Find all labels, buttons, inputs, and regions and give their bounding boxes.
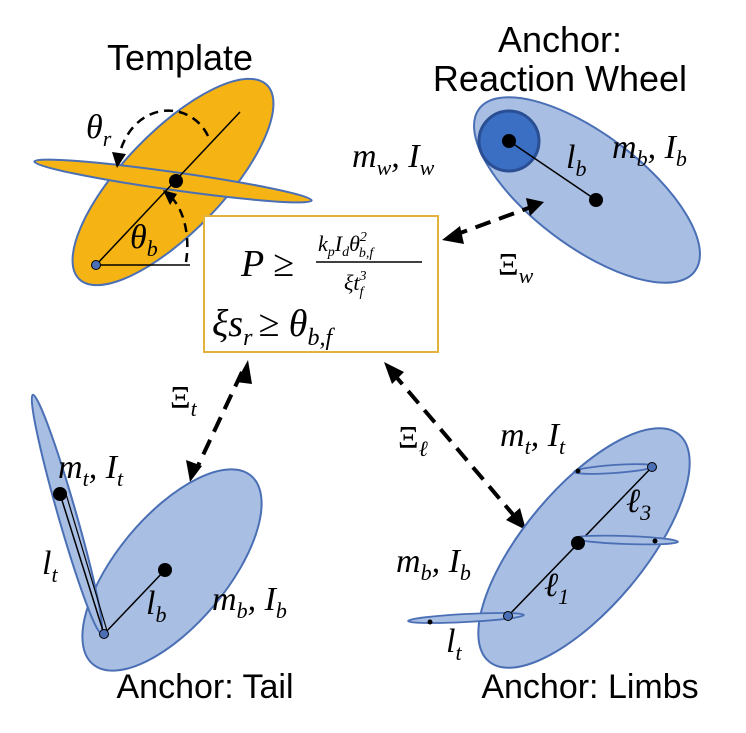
limbs-mb-Ib-label: mb, Ib <box>396 543 471 585</box>
arrow-xi-l-head-bottom <box>506 508 526 530</box>
arrow-xi-w-head-left <box>442 226 464 244</box>
rw-mb-Ib-label: mb, Ib <box>612 129 687 171</box>
reaction-wheel-title-line2: Reaction Wheel <box>433 58 687 99</box>
limbs-top-joint <box>647 462 657 472</box>
limb-lower-tip-dot <box>427 619 433 625</box>
limb-lower <box>407 612 525 624</box>
limb-upper-tip-dot <box>575 468 581 474</box>
arrow-xi-l: Ξℓ <box>384 362 526 530</box>
rw-wheel-center-dot <box>502 134 516 148</box>
theta-b-arc <box>169 195 189 263</box>
tail-lb-link <box>103 569 166 635</box>
tail-mb-Ib-label: mb, Ib <box>212 581 287 623</box>
arrow-xi-w-head-right <box>526 198 544 216</box>
limbs-l1-label: ℓ1 <box>544 567 569 609</box>
template-title: Template <box>107 37 253 78</box>
rw-lb-label: lb <box>566 139 586 181</box>
rw-lb-link <box>508 140 597 201</box>
theta-r-arrowhead <box>112 152 126 168</box>
limbs-bottom-joint <box>503 611 513 621</box>
eq-line2: ξsr≥ θb,f <box>212 303 335 351</box>
theta-b-label: θb <box>130 219 158 261</box>
limbs-l3-label: ℓ3 <box>626 483 651 525</box>
equation-box-frame <box>203 215 439 353</box>
template-com-dot <box>169 174 183 188</box>
arrow-xi-t-head-bottom <box>186 460 202 482</box>
limbs-title: Anchor: Limbs <box>481 668 698 706</box>
limb-middle-tip-dot <box>652 538 658 544</box>
rw-body-ellipse <box>473 96 701 284</box>
tail-lt-link-b <box>65 493 109 635</box>
theta-b-arrowhead <box>163 190 177 205</box>
arrow-xi-l-line <box>390 370 518 520</box>
xi-t-label: Ξt <box>170 379 198 421</box>
tail-group: mt, It lt lb mb, Ib Anchor: Tail <box>30 393 294 706</box>
limbs-group: mt, It ℓ3 mb, Ib ℓ1 lt Anchor: Limbs <box>396 417 699 706</box>
tail-pivot-dot <box>99 629 109 639</box>
rw-mw-Iw-label: mw, Iw <box>352 138 435 180</box>
tail-body-com-dot <box>158 563 172 577</box>
arrow-xi-t-line <box>194 371 244 471</box>
arrow-xi-w-line <box>451 204 535 238</box>
limbs-mt-It-label: mt, It <box>500 417 566 459</box>
tail-mt-It-label: mt, It <box>58 449 124 491</box>
arrow-xi-t: Ξt <box>170 360 252 482</box>
eq-line1-lhs: P ≥ <box>240 243 294 285</box>
template-body-axis <box>95 111 241 266</box>
tail-lb-label: lb <box>146 585 166 627</box>
limbs-body-ellipse <box>477 427 691 669</box>
theta-r-label: θr <box>86 109 112 151</box>
arrow-xi-w: Ξw <box>442 198 544 288</box>
template-pivot-dot <box>91 260 101 270</box>
limbs-body-com-dot <box>571 536 585 550</box>
reaction-wheel-title-line1: Anchor: <box>498 19 622 60</box>
arrow-xi-l-head-top <box>384 362 404 384</box>
tail-title: Anchor: Tail <box>116 668 293 706</box>
theta-r-arc <box>116 109 210 161</box>
xi-l-label: Ξℓ <box>398 419 429 461</box>
reaction-wheel-group: Anchor: Reaction Wheel mw, Iw lb mb, Ib <box>352 19 701 284</box>
xi-w-label: Ξw <box>498 246 534 288</box>
limbs-lt-label: lt <box>446 623 462 665</box>
tail-mass-dot <box>53 487 67 501</box>
tail-lt-label: lt <box>42 545 58 587</box>
tail-lt-link-a <box>59 493 105 635</box>
rw-body-com-dot <box>589 193 603 207</box>
arrow-xi-t-head-top <box>236 360 252 384</box>
